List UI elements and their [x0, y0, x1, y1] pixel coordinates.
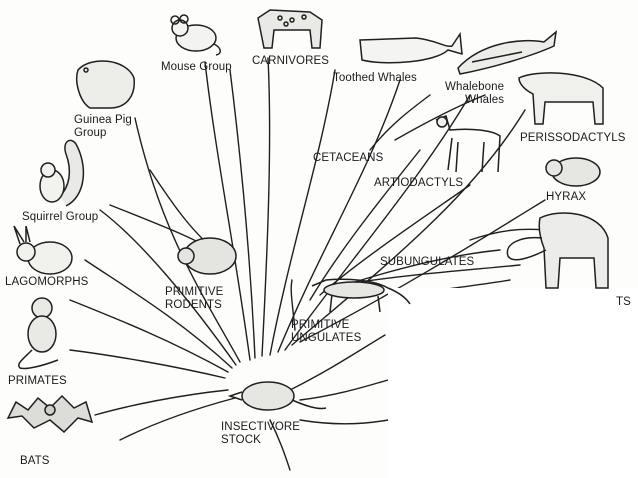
label-cetaceans: CETACEANS [313, 152, 384, 164]
label-carnivores: CARNIVORES [252, 55, 330, 67]
branch-line [289, 334, 386, 391]
monkey-icon [12, 294, 70, 370]
primitive-ungulate-icon [308, 274, 412, 314]
label-guinea-pig-group: Guinea Pig Group [74, 114, 132, 139]
branch-line [277, 79, 401, 353]
blank-region [388, 288, 638, 478]
baleen-whale-icon [452, 28, 562, 78]
branch-line [99, 209, 237, 366]
sperm-whale-icon [356, 26, 466, 70]
shrew-icon [228, 376, 328, 416]
branch-line [69, 349, 226, 379]
branch-line [469, 228, 546, 241]
branch-line [261, 57, 271, 357]
rodent-icon [174, 232, 240, 280]
branch-line [291, 109, 526, 346]
branch-line [84, 259, 233, 369]
branch-line [119, 397, 236, 441]
branch-line [94, 389, 229, 416]
branch-line [319, 184, 471, 296]
leopard-icon [250, 4, 330, 52]
label-whalebone-whales: Whalebone Whales [445, 81, 505, 106]
branch-line [299, 419, 389, 425]
label-hyrax: HYRAX [546, 191, 587, 203]
tapir-icon [515, 68, 610, 130]
label-bats: BATS [20, 455, 50, 467]
hyrax-icon [542, 150, 604, 190]
label-primitive-rodents: PRIMITIVE RODENTS [165, 286, 224, 311]
rabbit-icon [10, 224, 76, 278]
label-lagomorphs: LAGOMORPHS [5, 276, 89, 288]
squirrel-icon [36, 136, 88, 210]
bat-icon [4, 388, 96, 446]
label-proboscideans-fragment: TS [616, 296, 631, 308]
branch-line [269, 69, 336, 356]
branch-line [299, 199, 546, 343]
branch-line [299, 379, 389, 401]
branch-line [204, 61, 251, 361]
label-subungulates: SUBUNGULATES [380, 256, 475, 268]
branch-line [369, 94, 431, 151]
label-insectivore-stock: INSECTIVORE STOCK [221, 421, 301, 446]
deer-icon [430, 112, 506, 176]
label-primates: PRIMATES [8, 375, 67, 387]
branch-line [229, 69, 256, 359]
guinea-pig-icon [70, 52, 140, 114]
mammoth-icon [500, 208, 615, 290]
mouse-icon [166, 12, 224, 56]
label-toothed-whales: Toothed Whales [333, 72, 417, 84]
branch-line [394, 94, 486, 141]
branch-line [290, 279, 296, 331]
label-perissodactyls: PERISSODACTYLS [520, 132, 626, 144]
label-artiodactyls: ARTIODACTYLS [374, 177, 464, 189]
branch-line [69, 299, 229, 373]
label-squirrel-group: Squirrel Group [22, 211, 99, 223]
branch-line [269, 419, 291, 471]
label-primitive-ungulates: PRIMITIVE UNGULATES [291, 319, 362, 344]
label-mouse-group: Mouse Group [161, 61, 232, 73]
